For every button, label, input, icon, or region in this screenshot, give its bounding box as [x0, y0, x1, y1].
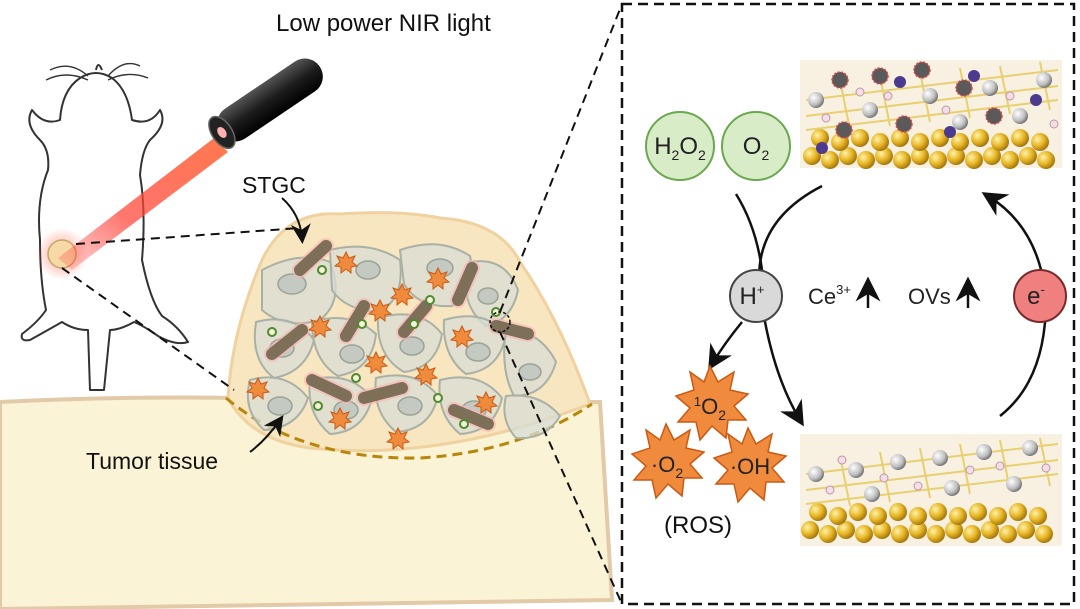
zoom-line-right-bottom [499, 331, 623, 605]
reactant-arrow [734, 193, 764, 271]
svg-text:Ce3+: Ce3+ [808, 282, 851, 309]
ros-star-singlet-oxygen: 1O2 [674, 364, 750, 442]
ros-stars-tumor [245, 250, 499, 451]
ros-star-superoxide: ·O2 [630, 422, 706, 500]
ce-label: Ce3+ [808, 276, 881, 309]
svg-text:·OH: ·OH [730, 454, 770, 479]
svg-text:OVs: OVs [908, 284, 951, 309]
h2o2-bubble: H2O2 [645, 111, 715, 181]
ros-star-hydroxyl: ·OH [712, 426, 788, 504]
svg-text:e-: e- [1027, 282, 1045, 310]
laser-label: Low power NIR light [276, 10, 491, 37]
green-particles [267, 265, 501, 429]
ros-caption: (ROS) [664, 512, 732, 539]
svg-text:·O2: ·O2 [651, 452, 683, 481]
zoom-line-right-top [499, 3, 623, 313]
zoom-line-lower [61, 267, 235, 391]
proton-bubble: H+ [729, 269, 783, 323]
zoom-line-upper [75, 227, 301, 245]
ros-arrow [708, 321, 743, 371]
svg-text:H2O2: H2O2 [654, 133, 706, 163]
laser-beam [58, 138, 228, 270]
top-surface-structure [800, 60, 1062, 169]
cell-nuclei [267, 258, 542, 420]
bottom-surface-structure [800, 434, 1062, 546]
svg-text:1O2: 1O2 [694, 394, 726, 423]
o2-bubble: O2 [721, 111, 791, 181]
stgc-nanorods [264, 238, 536, 432]
tumor-arrow [249, 415, 284, 453]
stgc-label: STGC [242, 172, 306, 198]
electron-bubble: e- [1013, 269, 1067, 323]
tumor-tissue-label: Tumor tissue [86, 448, 219, 474]
svg-text:H+: H+ [740, 282, 765, 310]
laser-device [208, 58, 323, 150]
mouse-whiskers [45, 62, 149, 81]
stgc-arrow [281, 197, 311, 244]
ovs-label: OVs [908, 276, 981, 309]
